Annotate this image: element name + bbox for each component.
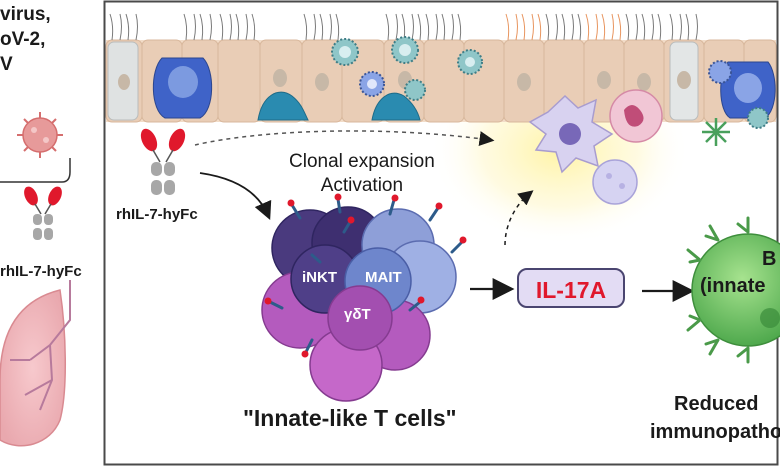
virus-icon <box>17 112 63 158</box>
left-title-line-3: V <box>0 54 13 75</box>
b-cell <box>686 216 780 364</box>
left-title-line-1: virus, <box>0 4 51 25</box>
outcome-line-1: Reduced <box>674 393 759 415</box>
process-line-2: Activation <box>320 175 404 196</box>
gdt-label: γδT <box>344 306 371 323</box>
outcome-line-2: immunopatho <box>650 421 780 443</box>
lung-icon <box>0 280 71 447</box>
outcome-label: Reduced immunopatho <box>650 390 780 446</box>
b-cell-label-line-2: (innate <box>700 275 766 297</box>
process-line-1: Clonal expansion <box>289 151 435 172</box>
bracket-line <box>0 158 71 183</box>
cluster-caption: "Innate-like T cells" <box>243 405 457 431</box>
activated-cells <box>528 89 730 205</box>
mait-label: MAIT <box>365 269 402 286</box>
drug-label-main: rhIL-7-hyFc <box>116 206 198 223</box>
cytokine-box: IL-17A <box>517 268 625 308</box>
dashed-arrow-top <box>194 130 495 147</box>
left-panel <box>0 112 71 447</box>
drug-label-left: rhIL-7-hyFc <box>0 263 82 280</box>
inkt-label: iNKT <box>302 269 337 286</box>
t-cell-cluster <box>261 193 467 402</box>
b-cell-label-line-1: B <box>762 248 777 270</box>
left-title: virus, oV-2, V <box>0 2 51 77</box>
drug-icon-main <box>140 128 186 195</box>
left-title-line-2: oV-2, <box>0 29 46 50</box>
virus-particles <box>331 36 769 129</box>
drug-icon-left <box>24 186 62 240</box>
process-label: Clonal expansion Activation <box>289 150 435 198</box>
curved-arrow-to-cluster <box>199 172 272 220</box>
